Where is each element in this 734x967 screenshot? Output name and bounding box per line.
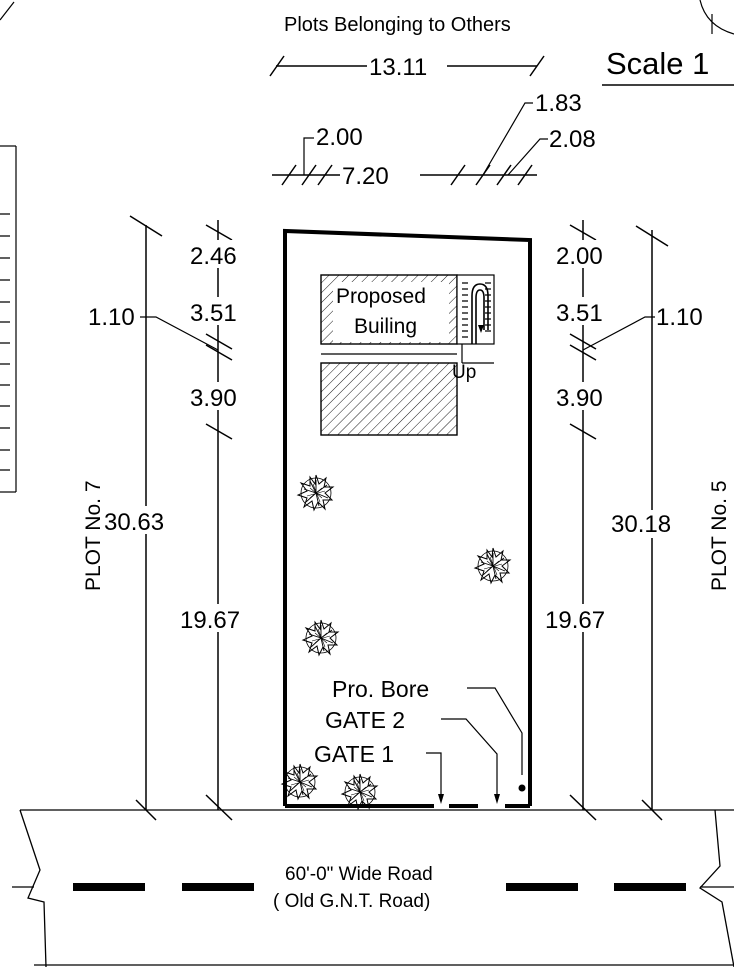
dim-1-10-right: 1.10 bbox=[656, 304, 703, 331]
shrub-1 bbox=[297, 474, 334, 511]
right-segment-dimensions bbox=[544, 220, 655, 821]
dim-1-83: 1.83 bbox=[535, 90, 582, 117]
bore-point bbox=[518, 784, 526, 792]
gate-1-leader bbox=[426, 752, 442, 800]
road-label-line2: ( Old G.N.T. Road) bbox=[273, 891, 430, 912]
left-overall-dimension bbox=[104, 215, 184, 821]
dim-3-90-right: 3.90 bbox=[556, 385, 603, 412]
dim-3-90-left: 3.90 bbox=[190, 385, 237, 412]
dim-3-51-right: 3.51 bbox=[556, 300, 603, 327]
plot-no-7-label: PLOT No. 7 bbox=[82, 481, 105, 592]
dim-3-51-left: 3.51 bbox=[190, 300, 237, 327]
gate-2-arrow bbox=[494, 794, 500, 804]
dim-30-18: 30.18 bbox=[611, 511, 671, 538]
left-neighbour-fragment bbox=[0, 145, 17, 493]
gate-2-leader bbox=[441, 718, 498, 800]
dim-2-00-right: 2.00 bbox=[556, 243, 603, 270]
staircase bbox=[456, 274, 495, 364]
north-arrow-fragment-right bbox=[699, 0, 734, 35]
gate-1-label: GATE 1 bbox=[314, 741, 394, 767]
callout-mask-gate2 bbox=[322, 707, 440, 733]
dim-2-08: 2.08 bbox=[549, 126, 596, 153]
shrub-3 bbox=[302, 619, 339, 656]
building-label-mask bbox=[333, 282, 449, 342]
dim-1-10-left: 1.10 bbox=[88, 304, 135, 331]
callout-mask-bore bbox=[329, 676, 465, 702]
road bbox=[12, 809, 734, 967]
building-label-line2: Builing bbox=[354, 315, 417, 338]
building-lower-block bbox=[320, 362, 458, 436]
dim-30-63: 30.63 bbox=[104, 509, 164, 536]
road-label-line1: 60'-0" Wide Road bbox=[285, 864, 433, 885]
site-boundary bbox=[283, 228, 532, 806]
gate-2-label: GATE 2 bbox=[325, 707, 405, 733]
top-overall-dimension bbox=[269, 52, 545, 80]
dim-2-46: 2.46 bbox=[190, 243, 237, 270]
dim-7-20: 7.20 bbox=[342, 163, 389, 190]
pro-bore-label: Pro. Bore bbox=[332, 676, 429, 702]
dim-13-11: 13.11 bbox=[369, 54, 427, 81]
gate-1-arrow bbox=[438, 794, 444, 804]
right-overall-dimension bbox=[608, 225, 688, 821]
scale-label: Scale 1 bbox=[606, 46, 709, 81]
north-arrow-fragment-left bbox=[0, 1, 15, 21]
shrub-5 bbox=[341, 773, 378, 810]
left-segment-dimensions bbox=[140, 220, 258, 821]
top-segment-dimensions bbox=[272, 102, 548, 188]
shrub-2 bbox=[474, 547, 511, 584]
callout-mask-gate1 bbox=[312, 741, 424, 767]
dim-2-00-top: 2.00 bbox=[316, 124, 363, 151]
dim-19-67-left: 19.67 bbox=[180, 607, 240, 634]
dim-19-67-right: 19.67 bbox=[545, 607, 605, 634]
shrub-4 bbox=[281, 763, 318, 800]
stair-up-label: Up bbox=[452, 362, 476, 383]
plots-belonging-label: Plots Belonging to Others bbox=[284, 14, 511, 36]
bore-leader bbox=[467, 687, 523, 775]
building-label-line1: Proposed bbox=[336, 285, 426, 308]
plot-no-5-label: PLOT No. 5 bbox=[708, 481, 731, 592]
